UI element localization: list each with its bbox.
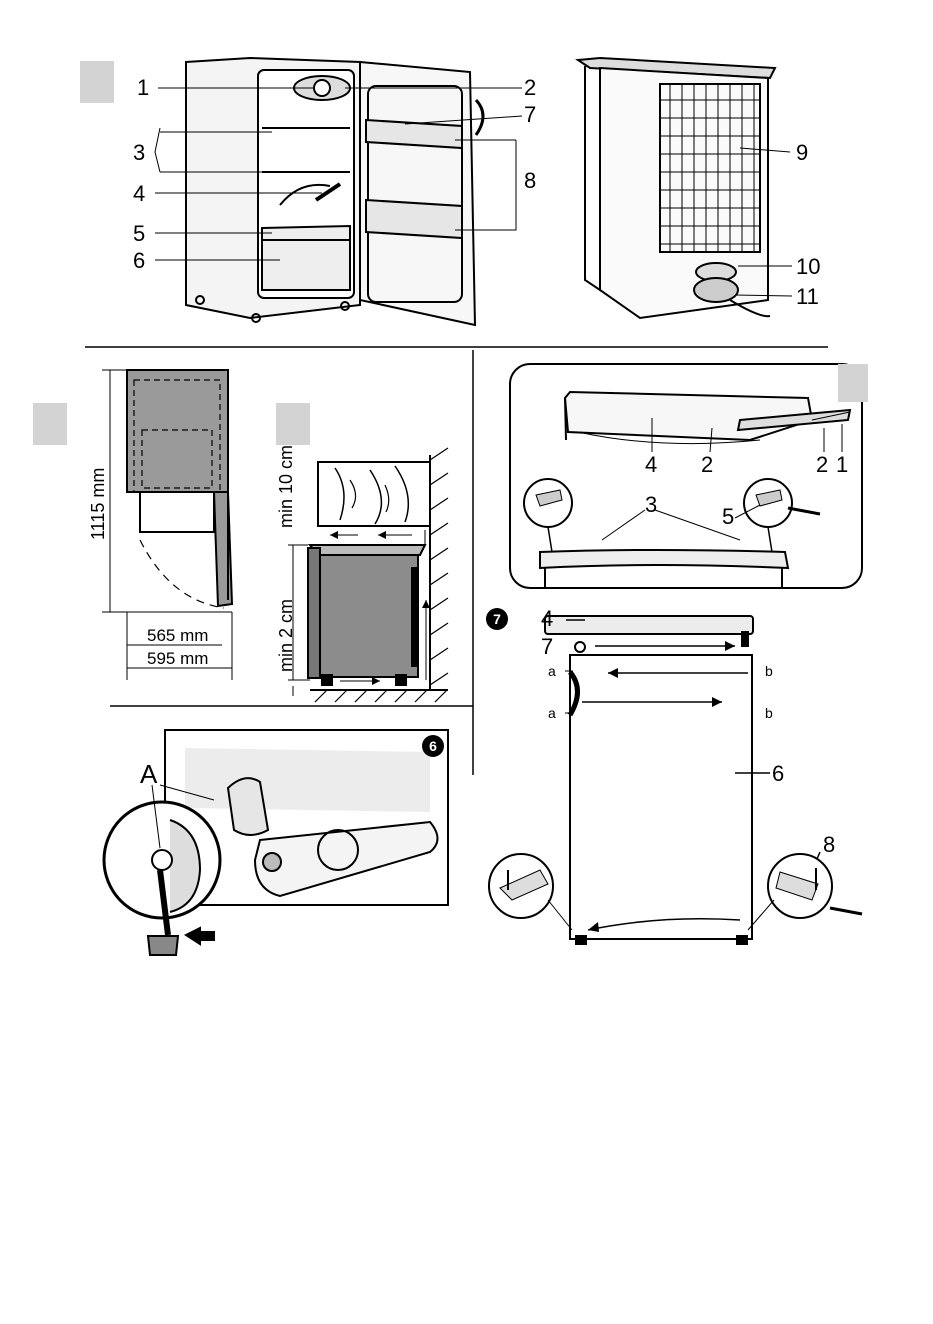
hole-label-b-top: b	[765, 664, 773, 678]
callout-6: 6	[133, 250, 145, 272]
callout-11: 11	[796, 286, 819, 308]
figure-7-badge: 7	[486, 608, 508, 630]
hole-label-a-top: a	[548, 664, 556, 678]
rear-clearance-label: min 2 cm	[276, 599, 297, 672]
callout-7: 7	[524, 104, 536, 126]
callout-9: 9	[796, 142, 808, 164]
top-callout-4: 4	[645, 454, 657, 476]
callout-4: 4	[133, 183, 145, 205]
fridge-front-open	[186, 58, 483, 325]
door-callout-8: 8	[823, 834, 835, 856]
callout-2: 2	[524, 77, 536, 99]
top-callout-5: 5	[722, 506, 734, 528]
hole-label-a-bottom: a	[548, 706, 556, 720]
fridge-rear	[578, 58, 775, 318]
top-cover-drawing	[510, 364, 862, 588]
top-callout-3: 3	[645, 494, 657, 516]
door-callout-6: 6	[772, 763, 784, 785]
callout-5: 5	[133, 223, 145, 245]
figure-tab-clearance	[276, 403, 310, 445]
depth-closed-label: 565 mm	[147, 627, 208, 644]
door-reversal-drawing	[489, 616, 862, 944]
callout-a-lamp: A	[140, 761, 157, 787]
hole-label-b-bottom: b	[765, 706, 773, 720]
top-callout-2a: 2	[701, 454, 713, 476]
top-callout-2b: 2	[816, 454, 828, 476]
height-dimension-label: 1115 mm	[88, 468, 109, 540]
top-callout-1: 1	[836, 454, 848, 476]
figure-tab-1	[80, 61, 114, 103]
figure-tab-dimensions	[33, 403, 67, 445]
top-clearance-label: min 10 cm	[276, 445, 297, 528]
clearance-drawing	[288, 448, 448, 702]
figure-tab-top	[838, 364, 868, 402]
door-callout-7: 7	[541, 636, 553, 658]
figure-6-badge: 6	[422, 735, 444, 757]
callout-8: 8	[524, 170, 536, 192]
door-callout-4: 4	[541, 608, 553, 630]
callout-3: 3	[133, 142, 145, 164]
depth-open-label: 595 mm	[147, 650, 208, 667]
callout-10: 10	[796, 256, 820, 278]
callout-1: 1	[137, 77, 149, 99]
